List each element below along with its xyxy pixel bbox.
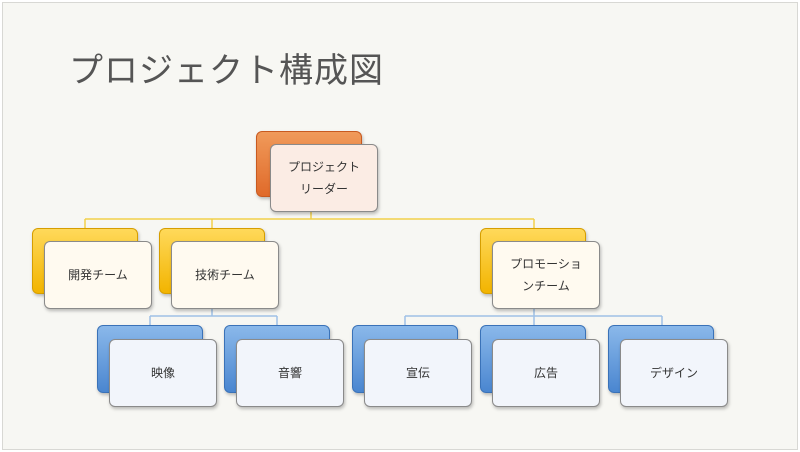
node-publicity: 宣伝 <box>352 325 474 409</box>
node-design: デザイン <box>608 325 730 409</box>
slide-title: プロジェクト構成図 <box>69 51 384 91</box>
advertising-label: 広告 <box>533 366 558 380</box>
node-tech-team: 技術チーム <box>159 228 281 310</box>
design-label: デザイン <box>649 366 698 380</box>
leader-label-line1: プロジェクト <box>287 160 360 174</box>
node-dev-team: 開発チーム <box>32 228 154 310</box>
promo-team-label-line2: ンチーム <box>522 279 570 293</box>
node-video: 映像 <box>97 325 219 409</box>
node-project-leader: プロジェクト リーダー <box>256 131 378 215</box>
connector-lines <box>84 210 663 326</box>
sound-label: 音響 <box>277 366 302 380</box>
tech-team-label: 技術チーム <box>195 268 255 282</box>
dev-team-label: 開発チーム <box>68 268 128 282</box>
publicity-label: 宣伝 <box>405 366 430 380</box>
leader-label-line2: リーダー <box>299 182 348 196</box>
node-sound: 音響 <box>224 325 346 409</box>
video-label: 映像 <box>150 366 175 380</box>
node-advertising: 広告 <box>480 325 602 409</box>
node-promotion-team: プロモーショ ンチーム <box>480 228 602 310</box>
promo-team-label-line1: プロモーショ <box>510 257 582 271</box>
